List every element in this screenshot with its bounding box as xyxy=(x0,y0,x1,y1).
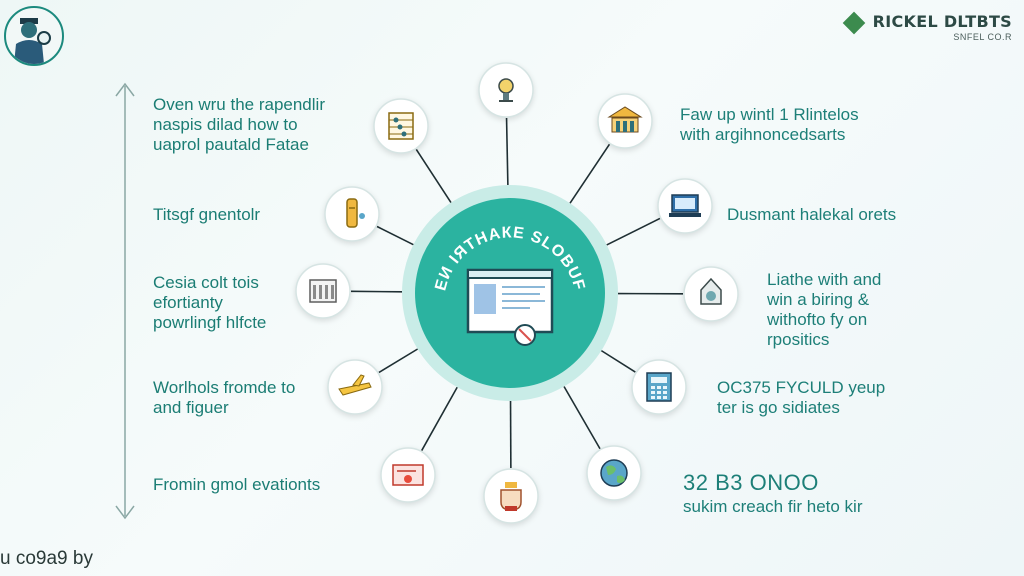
icon-node xyxy=(483,468,539,524)
left-label-4: Worlhols fromde to and figuer xyxy=(153,378,296,417)
left-label-2: Titsgf gnentolr xyxy=(153,205,261,224)
icon-node xyxy=(586,445,642,501)
connector-lines xyxy=(350,117,684,469)
laptop-icon xyxy=(669,194,701,217)
plane-icon xyxy=(338,374,372,396)
left-label-5: Fromin gmol evationts xyxy=(153,475,321,494)
icon-node xyxy=(683,266,739,322)
person-icon xyxy=(14,18,51,64)
icon-node xyxy=(478,62,534,118)
icon-node xyxy=(657,178,713,234)
calculator-icon xyxy=(646,372,672,402)
icon-node xyxy=(327,359,383,415)
connector-line xyxy=(415,149,452,203)
vertical-arrow xyxy=(115,82,135,520)
connector-line xyxy=(350,290,403,293)
right-label-4: OC375 FYCULD yeup ter is go sidiates xyxy=(717,378,886,417)
globe-icon xyxy=(600,459,628,487)
connector-line xyxy=(600,349,636,373)
right-label-5: 32 B3 ONOO xyxy=(683,470,819,495)
icon-node xyxy=(631,359,687,415)
right-label-3: Liathe with and win a biring & withofto … xyxy=(767,270,882,349)
lantern-icon xyxy=(700,277,722,305)
left-label-3: Cesia colt tois efortianty powrlingf hlf… xyxy=(153,273,267,332)
brand: RICKEL DLTBTS SNFEL CO.R xyxy=(842,11,1012,42)
right-label-1: Faw up wintl 1 Rlintelos with argihnonce… xyxy=(680,105,859,144)
connector-line xyxy=(569,143,611,204)
certificate-icon xyxy=(392,464,424,486)
icon-node xyxy=(295,263,351,319)
connector-line xyxy=(505,117,509,186)
connector-line xyxy=(420,386,458,451)
bank-icon xyxy=(607,106,643,133)
connector-line xyxy=(376,225,414,246)
web-page-icon xyxy=(466,268,554,346)
lamp-icon xyxy=(498,78,514,102)
abacus-icon xyxy=(388,112,414,140)
icon-node xyxy=(373,98,429,154)
icon-node xyxy=(324,186,380,242)
connector-line xyxy=(378,348,419,374)
footer-text: u co9a9 by xyxy=(0,548,93,569)
connector-line xyxy=(606,217,661,246)
left-label-1: Oven wru the rapendlir naspis dilad how … xyxy=(153,95,325,154)
test-tube-icon xyxy=(346,198,365,228)
avatar xyxy=(4,6,64,66)
icon-node xyxy=(380,447,436,503)
hand-icon xyxy=(500,482,522,511)
courthouse-icon xyxy=(309,279,337,303)
connector-line xyxy=(563,386,601,450)
brand-name: RICKEL DLTBTS xyxy=(872,12,1012,31)
right-label-6: sukim creach fir heto kir xyxy=(683,497,863,516)
icon-node xyxy=(597,93,653,149)
hub: ЕИ ІЯТНАКЕ SLOBUF xyxy=(402,185,618,401)
brand-subtitle: SNFEL CO.R xyxy=(953,32,1012,42)
right-label-2: Dusmant halekal orets xyxy=(727,205,897,224)
icon-nodes xyxy=(295,62,739,524)
